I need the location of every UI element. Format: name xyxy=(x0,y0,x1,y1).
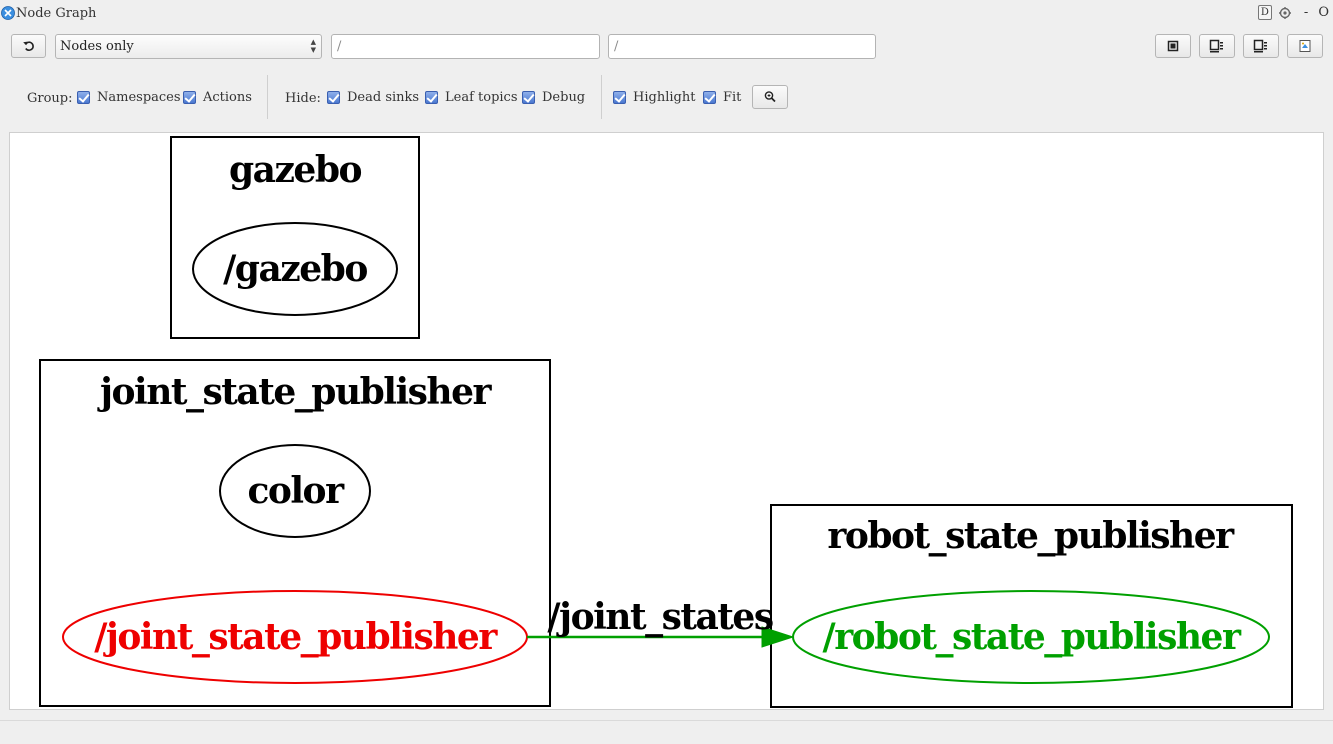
cluster-robot-state-publisher[interactable]: robot_state_publisher xyxy=(770,504,1293,708)
window-title: Node Graph xyxy=(16,6,97,21)
edge-joint-states-label: /joint_states xyxy=(547,596,772,638)
debug-label: Debug xyxy=(542,90,586,105)
node-joint-state-publisher-label: /joint_state_publisher xyxy=(94,616,498,658)
node-joint-state-publisher[interactable]: /joint_state_publisher xyxy=(62,590,528,684)
node-gazebo-label: /gazebo xyxy=(223,248,367,290)
leaf-topics-label: Leaf topics xyxy=(445,90,518,105)
highlight-label: Highlight xyxy=(633,90,696,105)
options-row: Group: Namespaces Actions Hide: Dead sin… xyxy=(0,75,1333,119)
save-svg-icon xyxy=(1253,39,1267,53)
cluster-joint-state-publisher-label: joint_state_publisher xyxy=(97,371,492,413)
checkbox-checked-icon xyxy=(703,91,716,104)
title-bar: Node Graph D - O xyxy=(0,0,1333,28)
checkbox-checked-icon xyxy=(327,91,340,104)
cluster-robot-state-publisher-label: robot_state_publisher xyxy=(827,515,1235,557)
save-dot-button[interactable] xyxy=(1199,34,1235,58)
dead-sinks-checkbox[interactable]: Dead sinks xyxy=(327,90,419,105)
save-dot-icon xyxy=(1209,39,1223,53)
highlight-checkbox[interactable]: Highlight xyxy=(613,90,695,105)
folder-open-icon xyxy=(1167,40,1179,52)
cluster-joint-state-publisher[interactable]: joint_state_publisher xyxy=(39,359,551,707)
minimize-button[interactable]: - xyxy=(1303,5,1309,20)
status-bar xyxy=(0,720,1333,744)
namespace-filter-input[interactable] xyxy=(331,34,600,59)
save-image-button[interactable] xyxy=(1287,34,1323,58)
node-color[interactable]: color xyxy=(219,444,371,538)
separator xyxy=(267,75,268,119)
separator xyxy=(601,75,602,119)
checkbox-checked-icon xyxy=(613,91,626,104)
checkbox-checked-icon xyxy=(77,91,90,104)
close-button[interactable]: O xyxy=(1318,5,1329,20)
app-icon xyxy=(1,6,15,20)
namespaces-label: Namespaces xyxy=(97,90,181,105)
node-robot-state-publisher-label: /robot_state_publisher xyxy=(823,616,1242,658)
node-gazebo[interactable]: /gazebo xyxy=(192,222,398,316)
actions-checkbox[interactable]: Actions xyxy=(183,90,252,105)
save-image-icon xyxy=(1299,40,1311,52)
settings-icon[interactable] xyxy=(1278,6,1292,20)
window-controls: D - O xyxy=(1257,5,1329,20)
fit-label: Fit xyxy=(723,90,742,105)
fit-checkbox[interactable]: Fit xyxy=(703,90,741,105)
load-dot-button[interactable] xyxy=(1155,34,1191,58)
topic-filter-input[interactable] xyxy=(608,34,876,59)
refresh-icon xyxy=(22,41,34,51)
graph-view: gazebo /gazebo joint_state_publisher col… xyxy=(39,136,1293,708)
cluster-gazebo-label: gazebo xyxy=(229,149,362,191)
debug-checkbox[interactable]: Debug xyxy=(522,90,585,105)
namespaces-checkbox[interactable]: Namespaces xyxy=(77,90,181,105)
hide-label: Hide: xyxy=(285,91,321,106)
checkbox-checked-icon xyxy=(425,91,438,104)
select-arrows-icon: ▲▼ xyxy=(310,38,316,54)
graph-canvas[interactable]: gazebo /gazebo joint_state_publisher col… xyxy=(9,132,1324,710)
leaf-topics-checkbox[interactable]: Leaf topics xyxy=(425,90,518,105)
actions-label: Actions xyxy=(203,90,252,105)
edge-joint-states[interactable]: /joint_states xyxy=(527,596,795,648)
dead-sinks-label: Dead sinks xyxy=(347,90,420,105)
zoom-fit-button[interactable] xyxy=(752,85,788,109)
view-mode-select[interactable]: Nodes only ▲▼ xyxy=(55,34,322,59)
cluster-gazebo[interactable]: gazebo xyxy=(170,136,420,339)
view-mode-value: Nodes only xyxy=(60,39,134,54)
zoom-fit-icon xyxy=(764,91,776,103)
save-svg-button[interactable] xyxy=(1243,34,1279,58)
checkbox-checked-icon xyxy=(522,91,535,104)
help-icon[interactable]: D xyxy=(1257,5,1272,20)
refresh-button[interactable] xyxy=(11,34,46,58)
node-color-label: color xyxy=(247,470,345,512)
group-label: Group: xyxy=(27,91,73,106)
node-robot-state-publisher[interactable]: /robot_state_publisher xyxy=(792,590,1270,684)
checkbox-checked-icon xyxy=(183,91,196,104)
